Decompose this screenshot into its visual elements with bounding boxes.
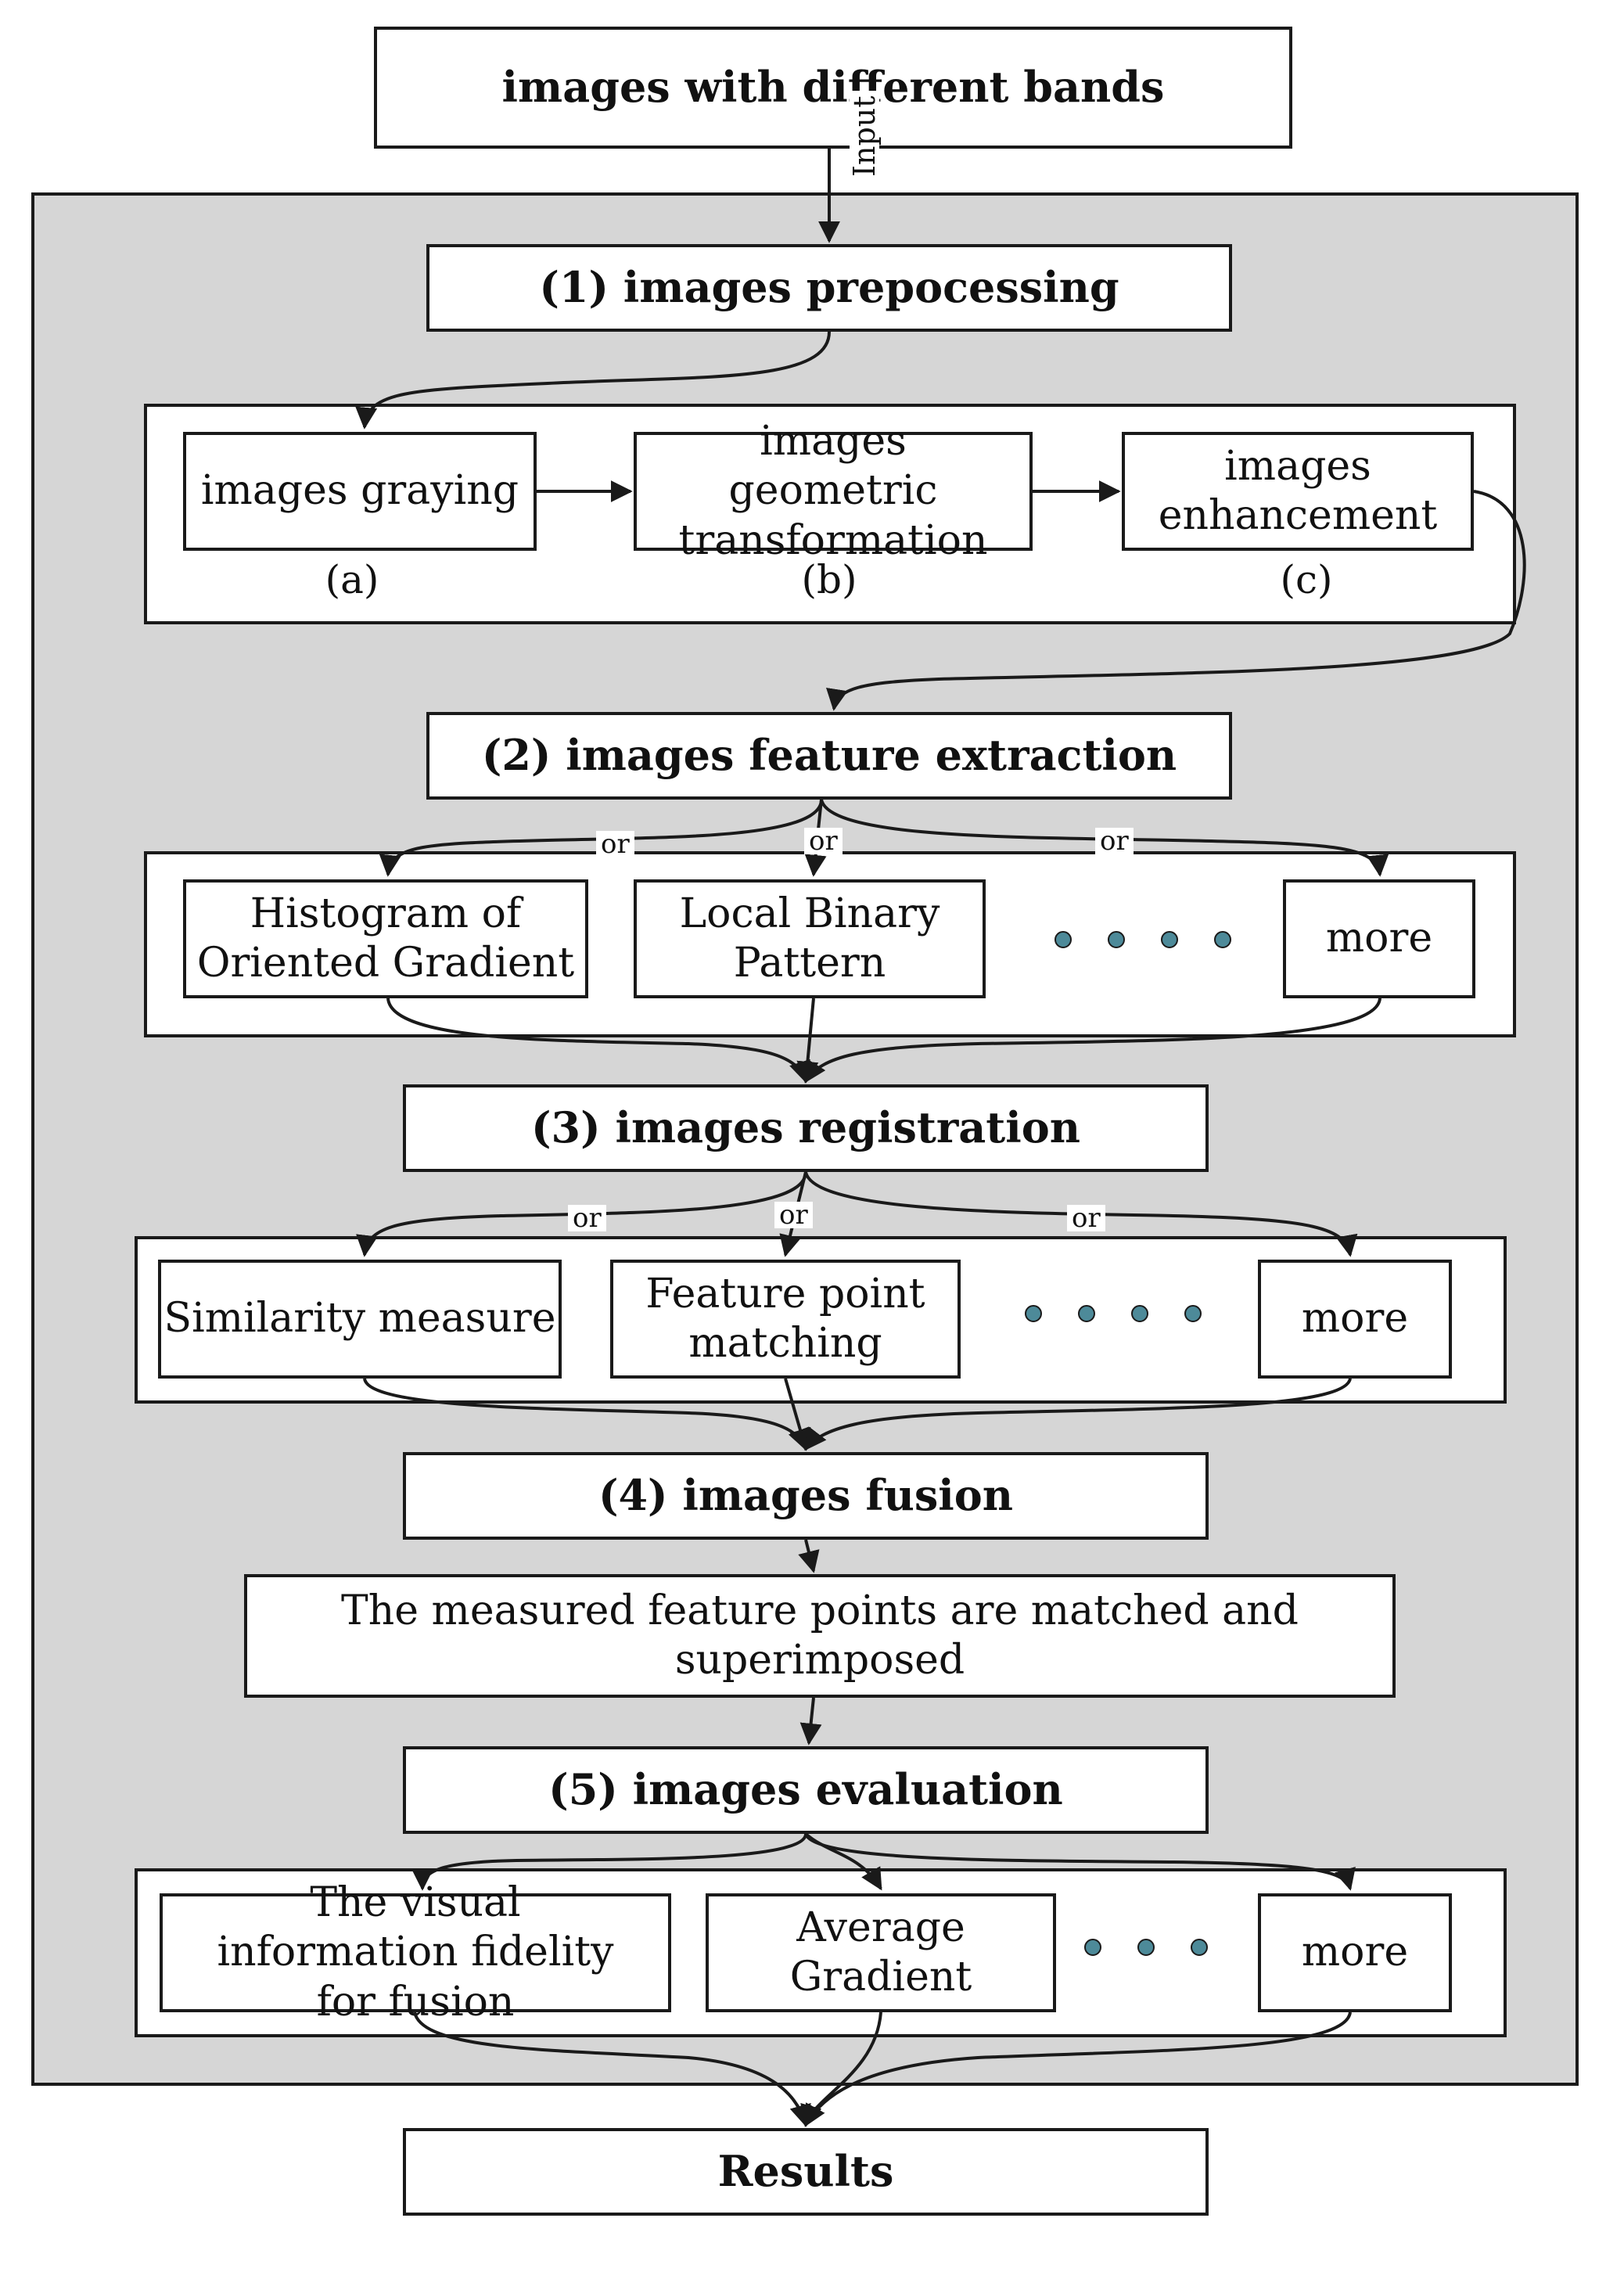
ellipsis-dot xyxy=(1055,931,1072,948)
ellipsis-dot xyxy=(1137,1939,1155,1956)
ellipsis-dot xyxy=(1214,931,1231,948)
ellipsis-dot xyxy=(1108,931,1125,948)
or-tag: or xyxy=(804,828,843,854)
ellipsis-dot xyxy=(1025,1305,1042,1322)
label-a: (a) xyxy=(325,557,379,602)
step-fusion: (4) images fusion xyxy=(403,1452,1209,1540)
fusion-note-box: The measured feature points are matched … xyxy=(244,1574,1396,1698)
vif-box: The visual information fidelity for fusi… xyxy=(160,1879,671,2026)
feature-more-box: more xyxy=(1283,879,1475,998)
images-enhancement-box: images enhancement xyxy=(1122,432,1474,551)
hog-box: Histogram of Oriented Gradient xyxy=(183,879,588,998)
evaluation-ellipsis xyxy=(1084,1939,1208,1956)
lbp-box: Local Binary Pattern xyxy=(634,879,986,998)
step-evaluation: (5) images evaluation xyxy=(403,1746,1209,1834)
ellipsis-dot xyxy=(1191,1939,1208,1956)
label-b: (b) xyxy=(801,557,857,602)
evaluation-more-box: more xyxy=(1258,1893,1452,2012)
registration-ellipsis xyxy=(1025,1305,1202,1322)
input-images-box: images with different bands xyxy=(374,27,1292,149)
ellipsis-dot xyxy=(1131,1305,1148,1322)
feature-point-matching-box: Feature point matching xyxy=(610,1260,961,1379)
step-preprocessing: (1) images prepocessing xyxy=(426,244,1232,332)
average-gradient-box: Average Gradient xyxy=(706,1893,1056,2012)
ellipsis-dot xyxy=(1078,1305,1095,1322)
feature-ellipsis xyxy=(1055,931,1231,948)
step-feature-extraction: (2) images feature extraction xyxy=(426,712,1232,800)
ellipsis-dot xyxy=(1161,931,1178,948)
or-tag: or xyxy=(596,831,634,857)
step-registration: (3) images registration xyxy=(403,1084,1209,1172)
or-tag: or xyxy=(568,1205,606,1231)
similarity-measure-box: Similarity measure xyxy=(158,1260,562,1379)
label-c: (c) xyxy=(1280,557,1333,602)
ellipsis-dot xyxy=(1184,1305,1202,1322)
ellipsis-dot xyxy=(1084,1939,1101,1956)
or-tag: or xyxy=(774,1202,813,1228)
input-tag: Input xyxy=(847,91,882,182)
registration-more-box: more xyxy=(1258,1260,1452,1379)
results-box: Results xyxy=(403,2128,1209,2216)
geometric-transformation-box: images geometric transformation xyxy=(634,418,1033,564)
or-tag: or xyxy=(1095,828,1134,854)
images-graying-box: images graying xyxy=(183,432,537,551)
or-tag: or xyxy=(1067,1205,1105,1231)
